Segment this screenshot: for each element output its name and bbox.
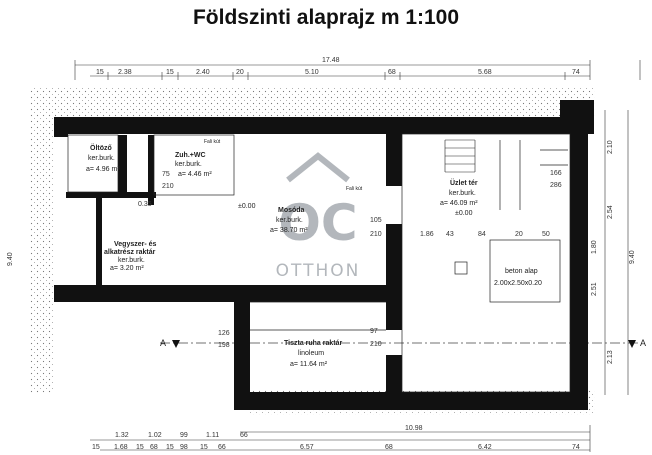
room-tiszta-finish: linoleum <box>298 350 324 357</box>
room-uzlet-area: a= 46.09 m² <box>440 200 478 207</box>
dim-top-2: 2.38 <box>118 69 132 76</box>
fali-kut-label-2: Fali kút <box>346 186 363 192</box>
dim-bottom-c2: 1.68 <box>114 444 128 451</box>
dim-top-3: 15 <box>166 69 174 76</box>
dim-198: 198 <box>218 342 230 349</box>
terrain-left <box>30 118 54 393</box>
dim-door-210: 210 <box>370 231 382 238</box>
dim-right-1: 2.10 <box>607 140 614 154</box>
top-dimension-lines <box>74 60 591 80</box>
room-zuh-wc-name: Zuh.+WC <box>175 152 206 159</box>
dim-035: 0.35 <box>138 201 152 208</box>
dim-bottom-c1: 15 <box>92 444 100 451</box>
terrain-top <box>30 88 595 118</box>
dim-75: 75 <box>162 171 170 178</box>
dim-bottom-c8: 66 <box>218 444 226 451</box>
dim-bottom-b2: 1.02 <box>148 432 162 439</box>
dim-bottom-c12: 74 <box>572 444 580 451</box>
dim-bottom-c9: 6.57 <box>300 444 314 451</box>
dim-166: 166 <box>550 170 562 177</box>
dim-right-2: 2.54 <box>607 205 614 219</box>
walls <box>54 100 594 410</box>
dim-top-9: 74 <box>572 69 580 76</box>
room-vegyszer-name2: alkatrész raktár <box>104 249 156 256</box>
beton-alap-name: beton alap <box>505 268 538 275</box>
section-arrow-right <box>628 340 636 348</box>
dim-right-6: 2.51 <box>591 282 598 296</box>
dim-126: 126 <box>218 330 230 337</box>
dim-97: 97 <box>370 328 378 335</box>
room-zuh-wc-finish: ker.burk. <box>175 161 202 168</box>
dim-210b: 210 <box>370 341 382 348</box>
house-roof-icon <box>286 152 350 183</box>
dim-bottom-b1: 1.32 <box>115 432 129 439</box>
room-tiszta-area: a= 11.64 m² <box>290 361 328 368</box>
dim-bottom-b4: 1.11 <box>206 432 219 439</box>
bottom-dimension-lines <box>90 425 591 452</box>
dim-186: 1.86 <box>420 231 434 238</box>
room-zuh-wc-area: a= 4.46 m² <box>178 171 212 178</box>
dim-right-5: 1.80 <box>591 240 598 254</box>
dim-top-4: 2.40 <box>196 69 210 76</box>
dim-286: 286 <box>550 182 562 189</box>
dim-bottom-c6: 98 <box>180 444 188 451</box>
room-mosoda-area: a= 38.70 m² <box>270 227 308 234</box>
dim-bottom-total: 10.98 <box>405 425 423 432</box>
room-oltozo-name: Öltöző <box>90 143 112 152</box>
dim-bottom-c3: 15 <box>136 444 144 451</box>
dim-top-6: 5.10 <box>305 69 319 76</box>
dim-top-7: 68 <box>388 69 396 76</box>
room-oltozo-area: a= 4.96 m² <box>86 166 120 173</box>
room-vegyszer-name: Vegyszer- és <box>114 241 157 248</box>
dim-43: 43 <box>446 231 454 238</box>
plan-title: Földszinti alaprajz m 1:100 <box>192 6 460 29</box>
dim-bottom-c4: 68 <box>150 444 158 451</box>
watermark-brand-text: OTTHON <box>276 261 361 281</box>
watermark-logo-text: OC <box>278 194 357 252</box>
dim-50: 50 <box>542 231 550 238</box>
dim-top-1: 15 <box>96 69 104 76</box>
dim-bottom-c5: 15 <box>166 444 174 451</box>
dim-right-4: 2.13 <box>607 350 614 364</box>
room-tiszta-name: Tiszta ruha raktár <box>284 340 343 347</box>
stairs <box>444 139 476 173</box>
room-mosoda-finish: ker.burk. <box>276 217 303 224</box>
watermark: OC OTTHON <box>276 152 361 281</box>
beton-alap-size: 2.00x2.50x0.20 <box>494 280 542 287</box>
dim-20: 20 <box>515 231 523 238</box>
right-dimension-lines <box>604 60 641 395</box>
dim-bottom-b3: 99 <box>180 432 188 439</box>
dim-bottom-c7: 15 <box>200 444 208 451</box>
dim-84: 84 <box>478 231 486 238</box>
dim-top-8: 5.68 <box>478 69 492 76</box>
room-mosoda-name: Mosóda <box>278 207 305 214</box>
room-vegyszer-finish: ker.burk. <box>118 257 145 264</box>
dim-bottom-c11: 6.42 <box>478 444 492 451</box>
room-uzlet-name: Üzlet tér <box>450 178 478 187</box>
dim-210a: 210 <box>162 183 174 190</box>
mosoda-level: ±0.00 <box>238 203 256 210</box>
dim-top-5: 20 <box>236 69 244 76</box>
room-uzlet-level: ±0.00 <box>455 210 473 217</box>
section-label-right: A <box>640 338 646 348</box>
dim-bottom-c10: 68 <box>385 444 393 451</box>
room-oltozo-finish: ker.burk. <box>88 155 115 162</box>
room-uzlet-finish: ker.burk. <box>449 190 476 197</box>
interior-lines <box>67 133 571 393</box>
room-vegyszer-area: a= 3.20 m² <box>110 265 144 272</box>
section-arrow-left <box>172 340 180 348</box>
dim-top-total: 17.48 <box>322 57 340 64</box>
dim-right-3: 9.40 <box>629 250 636 264</box>
dim-left-1: 9.40 <box>7 252 14 266</box>
dim-door-105: 105 <box>370 217 382 224</box>
dim-bottom-b5: 66 <box>240 432 248 439</box>
section-label-left: A <box>160 338 166 348</box>
fali-kut-label-1: Fali kút <box>204 139 221 145</box>
